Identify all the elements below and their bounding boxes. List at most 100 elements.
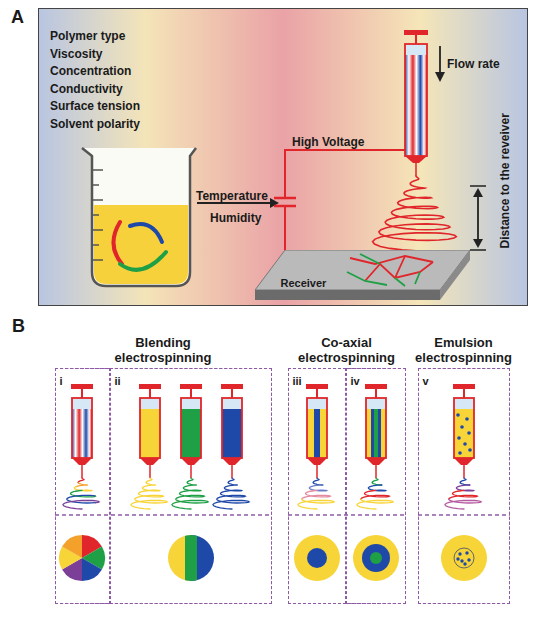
emulsion-droplet <box>463 442 467 446</box>
blend-phase <box>185 535 197 581</box>
core-solution <box>371 409 381 458</box>
syringe-barrel <box>405 44 427 156</box>
syringe-tip <box>366 458 386 465</box>
plate-top <box>255 250 470 290</box>
fiber-jet <box>298 499 334 509</box>
arrow-head <box>473 188 483 197</box>
fiber-network <box>350 256 433 281</box>
plunger-cap <box>180 384 202 389</box>
plunger-rod <box>81 389 83 398</box>
method-heading: Blending electrospinning <box>104 335 222 365</box>
empty-barrel <box>72 398 92 409</box>
plunger-rod <box>375 389 377 398</box>
syringe-tip <box>72 458 92 465</box>
syringe-barrel <box>140 398 160 458</box>
polymer-solution <box>94 205 188 284</box>
emulsion-droplet <box>456 557 459 560</box>
emulsion-droplet <box>465 551 468 554</box>
needle <box>375 465 377 478</box>
flow-label: Flow rate <box>447 57 500 71</box>
syringe-barrel <box>181 398 201 458</box>
receiver-plate: Receiver <box>255 250 470 302</box>
plunger-rod <box>149 389 151 398</box>
needle <box>231 465 233 478</box>
emulsion-droplet <box>456 413 460 417</box>
fiber-jet <box>357 499 393 509</box>
emulsion-solution <box>454 409 474 458</box>
emulsion-droplet <box>460 559 463 562</box>
fiber-jet <box>63 500 99 509</box>
section-divider <box>418 514 510 516</box>
section-divider <box>55 514 272 516</box>
label-anchor: High Voltage <box>292 132 364 150</box>
subpanel-box: iv <box>346 368 406 604</box>
plunger-rod <box>463 389 465 398</box>
emulsion-droplet <box>463 562 466 565</box>
fiber-jet <box>449 490 478 499</box>
empty-barrel <box>222 398 242 409</box>
beaker-tick <box>92 229 103 231</box>
beaker-tick <box>92 259 103 261</box>
fiber-jet <box>74 487 91 491</box>
beaker-tick <box>92 244 99 246</box>
fiber-jet <box>361 490 390 499</box>
emulsion-droplet <box>458 552 461 555</box>
plunger-cap <box>221 384 243 389</box>
plate-side <box>440 250 470 300</box>
label-anchor: Solvent polarity <box>50 114 140 132</box>
subpanel-number: ii <box>115 375 121 388</box>
beaker-tick <box>92 199 103 201</box>
shell-solution <box>366 409 386 458</box>
polymer-solution <box>405 55 427 156</box>
fiber-jet <box>309 485 326 491</box>
plunger-rod <box>231 389 233 398</box>
emulsion-droplet <box>465 417 469 421</box>
emulsion-droplet <box>457 436 461 440</box>
panel-background <box>38 8 528 306</box>
fiber-cross-section <box>59 535 105 581</box>
empty-barrel <box>307 398 327 409</box>
distance-tick <box>470 186 486 250</box>
plunger-rod <box>316 389 318 398</box>
panel-a-art <box>82 30 486 286</box>
label-anchor: Concentration <box>50 61 131 79</box>
polymer-solution <box>181 409 201 458</box>
core-solution <box>374 409 378 458</box>
method-heading: Emulsion electrospinning <box>405 335 523 365</box>
label-anchor: Flow rate <box>447 54 500 72</box>
group-box: Blending electrospinningiii <box>55 368 272 604</box>
empty-barrel <box>405 44 427 55</box>
core-layer <box>370 552 382 564</box>
parameter-name: Concentration <box>50 64 131 78</box>
fiber-cross-section <box>168 535 214 581</box>
parameter-name: Surface tension <box>50 99 140 113</box>
polymer-solution <box>140 409 160 458</box>
fiber-jet <box>445 499 481 509</box>
syringe-tip <box>140 458 160 465</box>
needle <box>81 465 83 478</box>
parameter-name: Polymer type <box>50 29 125 43</box>
parameter-name: Viscosity <box>50 47 102 61</box>
empty-barrel <box>181 398 201 409</box>
group-box: Emulsion electrospinningv <box>418 368 510 604</box>
shell-layer <box>353 535 399 581</box>
core-layer <box>454 548 474 568</box>
panel-b-art <box>55 384 510 581</box>
core-layer <box>307 548 327 568</box>
voltage-label: High Voltage <box>292 135 364 149</box>
shell-layer <box>294 535 340 581</box>
plunger-rod <box>415 35 417 44</box>
middle-layer <box>362 544 390 572</box>
receiver-label: Receiver <box>281 277 327 290</box>
plunger-rod <box>190 389 192 398</box>
fiber-network <box>347 254 420 286</box>
empty-barrel <box>454 398 474 409</box>
empty-barrel <box>140 398 160 409</box>
polymer-chain <box>120 252 166 270</box>
beaker-tick <box>92 184 99 186</box>
flow-arrow <box>439 46 441 74</box>
syringe-tip <box>181 458 201 465</box>
label-anchor: B <box>12 316 25 336</box>
condition-label: Temperature <box>196 189 268 203</box>
